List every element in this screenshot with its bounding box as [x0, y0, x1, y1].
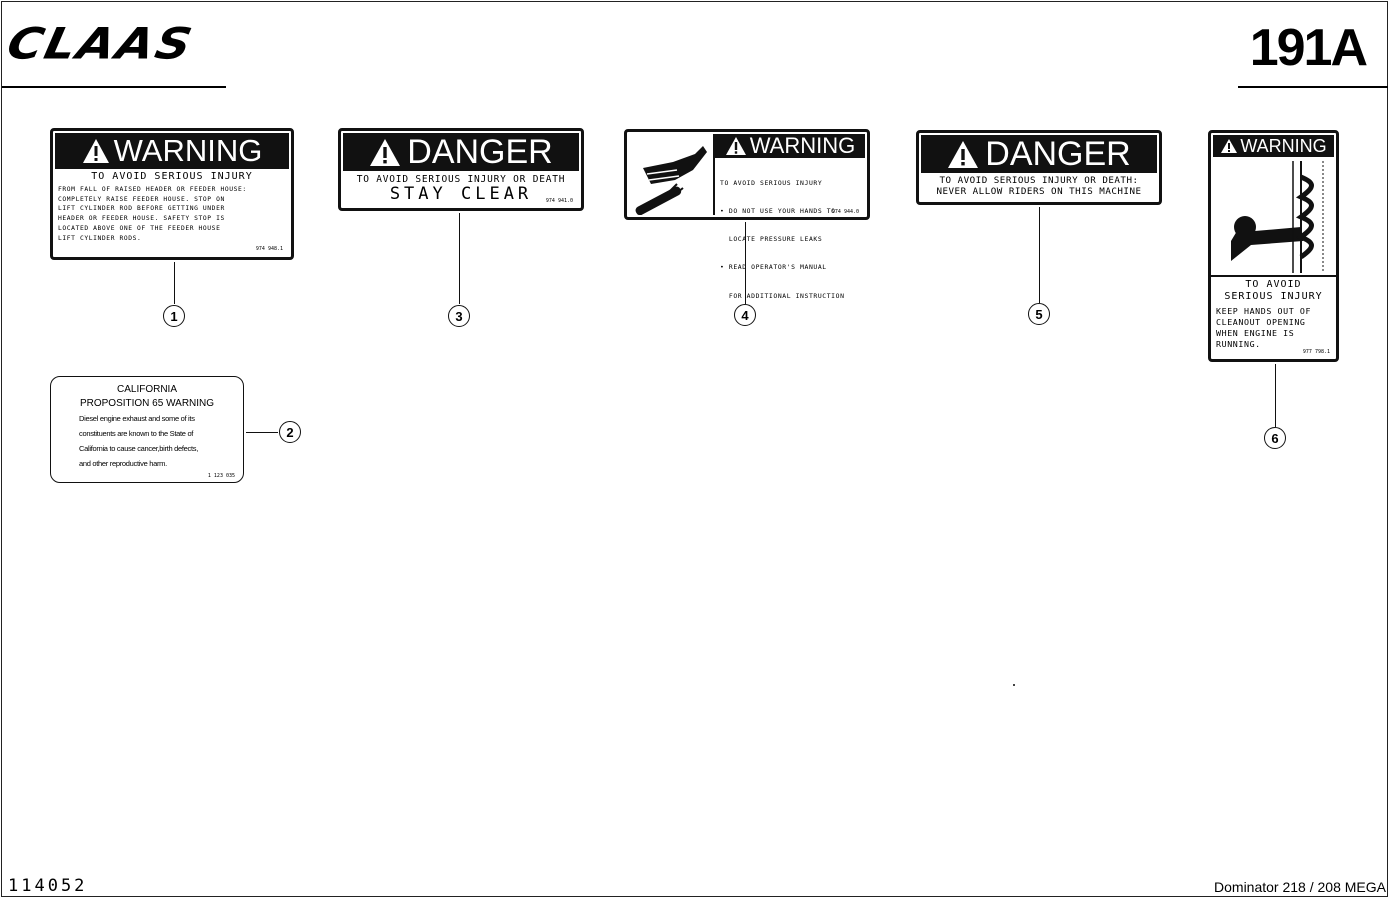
decal-warning-feeder-house: WARNING TO AVOID SERIOUS INJURY FROM FAL… — [50, 128, 294, 260]
hand-injury-icon — [635, 146, 707, 216]
callout-4: 4 — [734, 304, 756, 326]
leader-line — [459, 213, 460, 304]
decal-line: LIFT CYLINDER ROD BEFORE GETTING UNDER — [58, 205, 225, 213]
hand-hose-pictogram — [629, 134, 715, 216]
decal-line: FOR ADDITIONAL INSTRUCTION — [720, 291, 845, 300]
decal-header: WARNING — [55, 133, 289, 169]
decal-text-panel: WARNING TO AVOID SERIOUS INJURY • DO NOT… — [715, 133, 865, 300]
decal-body: KEEP HANDS OUT OF CLEANOUT OPENING WHEN … — [1211, 303, 1336, 350]
decal-line: STAY CLEAR — [389, 184, 533, 204]
callout-5: 5 — [1028, 303, 1050, 325]
decal-line: and other reproductive harm. — [79, 459, 167, 468]
decal-line: COMPLETELY RAISE FEEDER HOUSE. STOP ON — [58, 195, 225, 203]
model-name: Dominator 218 / 208 MEGA — [1214, 879, 1386, 895]
decal-signal-word: WARNING — [113, 133, 263, 168]
decal-header: WARNING — [1213, 135, 1334, 157]
decal-line: Diesel engine exhaust and some of its — [79, 414, 195, 423]
decal-title: CALIFORNIA — [116, 384, 177, 395]
decal-line: constituents are known to the State of — [79, 429, 194, 438]
decal-line: NEVER ALLOW RIDERS ON THIS MACHINE — [936, 186, 1142, 197]
document-number: 114052 — [8, 876, 88, 896]
decal-warning-cleanout: WARNING TO AVOID SERIOUS INJURY KEEP HAN… — [1208, 130, 1339, 362]
warning-triangle-icon — [82, 138, 110, 164]
decal-danger-no-riders: DANGER TO AVOID SERIOUS INJURY OR DEATH:… — [916, 130, 1162, 205]
leader-line — [246, 432, 278, 433]
decal-line: TO AVOID SERIOUS INJURY — [720, 178, 823, 187]
decal-line: SERIOUS INJURY — [1224, 291, 1323, 302]
warning-triangle-icon — [947, 140, 979, 169]
decal-line: RUNNING. — [1216, 339, 1261, 349]
decal-line: TO AVOID SERIOUS INJURY OR DEATH — [356, 174, 566, 185]
decal-body: TO AVOID SERIOUS INJURY • DO NOT USE YOU… — [715, 158, 865, 320]
part-number: 977 798.1 — [1302, 349, 1330, 355]
decal-line: TO AVOID — [1245, 279, 1302, 290]
leader-line — [1039, 207, 1040, 303]
header-divider — [2, 86, 226, 88]
brand-logo: CLAAS — [2, 18, 199, 70]
decal-line: KEEP HANDS OUT OF — [1216, 306, 1312, 316]
decal-signal-word: WARNING — [1240, 135, 1327, 156]
decal-danger-stay-clear: DANGER TO AVOID SERIOUS INJURY OR DEATH … — [338, 128, 584, 211]
decal-line: LOCATE PRESSURE LEAKS — [720, 235, 823, 244]
decal-body-top: TO AVOID SERIOUS INJURY — [1211, 277, 1336, 303]
part-number: 974 941.0 — [545, 198, 573, 204]
decal-line: LIFT CYLINDER RODS. — [58, 234, 142, 242]
callout-6: 6 — [1264, 427, 1286, 449]
leader-line — [745, 222, 746, 304]
decal-header: DANGER — [343, 133, 579, 171]
warning-triangle-icon — [725, 136, 747, 156]
decal-line: • READ OPERATOR'S MANUAL — [720, 263, 827, 272]
page-code: 191A — [1249, 19, 1368, 77]
warning-triangle-icon — [369, 138, 401, 167]
auger-pictogram — [1211, 157, 1336, 277]
decal-title: PROPOSITION 65 WARNING — [79, 398, 215, 409]
callout-1: 1 — [163, 305, 185, 327]
decal-body: Diesel engine exhaust and some of its co… — [51, 409, 243, 471]
decal-california-prop65: CALIFORNIA PROPOSITION 65 WARNING Diesel… — [50, 376, 244, 483]
leader-line — [174, 262, 175, 304]
decal-line: • DO NOT USE YOUR HANDS TO — [720, 207, 836, 216]
part-number: 974 944.0 — [831, 209, 859, 215]
decal-warning-pressure-leaks: WARNING TO AVOID SERIOUS INJURY • DO NOT… — [624, 129, 870, 300]
hand-auger-icon — [1231, 161, 1324, 273]
decal-header: WARNING — [715, 133, 865, 158]
decal-line: CLEANOUT OPENING — [1216, 317, 1306, 327]
decal-line: LOCATED ABOVE ONE OF THE FEEDER HOUSE — [58, 224, 221, 232]
scan-speck — [1013, 684, 1015, 686]
decal-line: WHEN ENGINE IS — [1216, 328, 1295, 338]
leader-line — [1275, 364, 1276, 427]
decal-line: TO AVOID SERIOUS INJURY OR DEATH: — [939, 175, 1139, 186]
decal-line: California to cause cancer,birth defects… — [79, 444, 199, 453]
decal-signal-word: DANGER — [985, 134, 1131, 173]
decal-header: DANGER — [921, 135, 1157, 173]
decal-line: FROM FALL OF RAISED HEADER OR FEEDER HOU… — [58, 186, 247, 193]
decal-subhead: TO AVOID SERIOUS INJURY — [91, 171, 253, 182]
callout-2: 2 — [279, 421, 301, 443]
decal-line: HEADER OR FEEDER HOUSE. SAFETY STOP IS — [58, 215, 225, 223]
callout-3: 3 — [448, 305, 470, 327]
decal-body: FROM FALL OF RAISED HEADER OR FEEDER HOU… — [53, 182, 291, 243]
warning-triangle-icon — [1220, 138, 1238, 154]
header-divider — [1238, 86, 1388, 88]
decal-signal-word: WARNING — [749, 133, 856, 158]
part-number: 974 948.1 — [255, 246, 283, 252]
part-number: 1 123 035 — [207, 473, 235, 479]
decal-signal-word: DANGER — [407, 132, 553, 171]
